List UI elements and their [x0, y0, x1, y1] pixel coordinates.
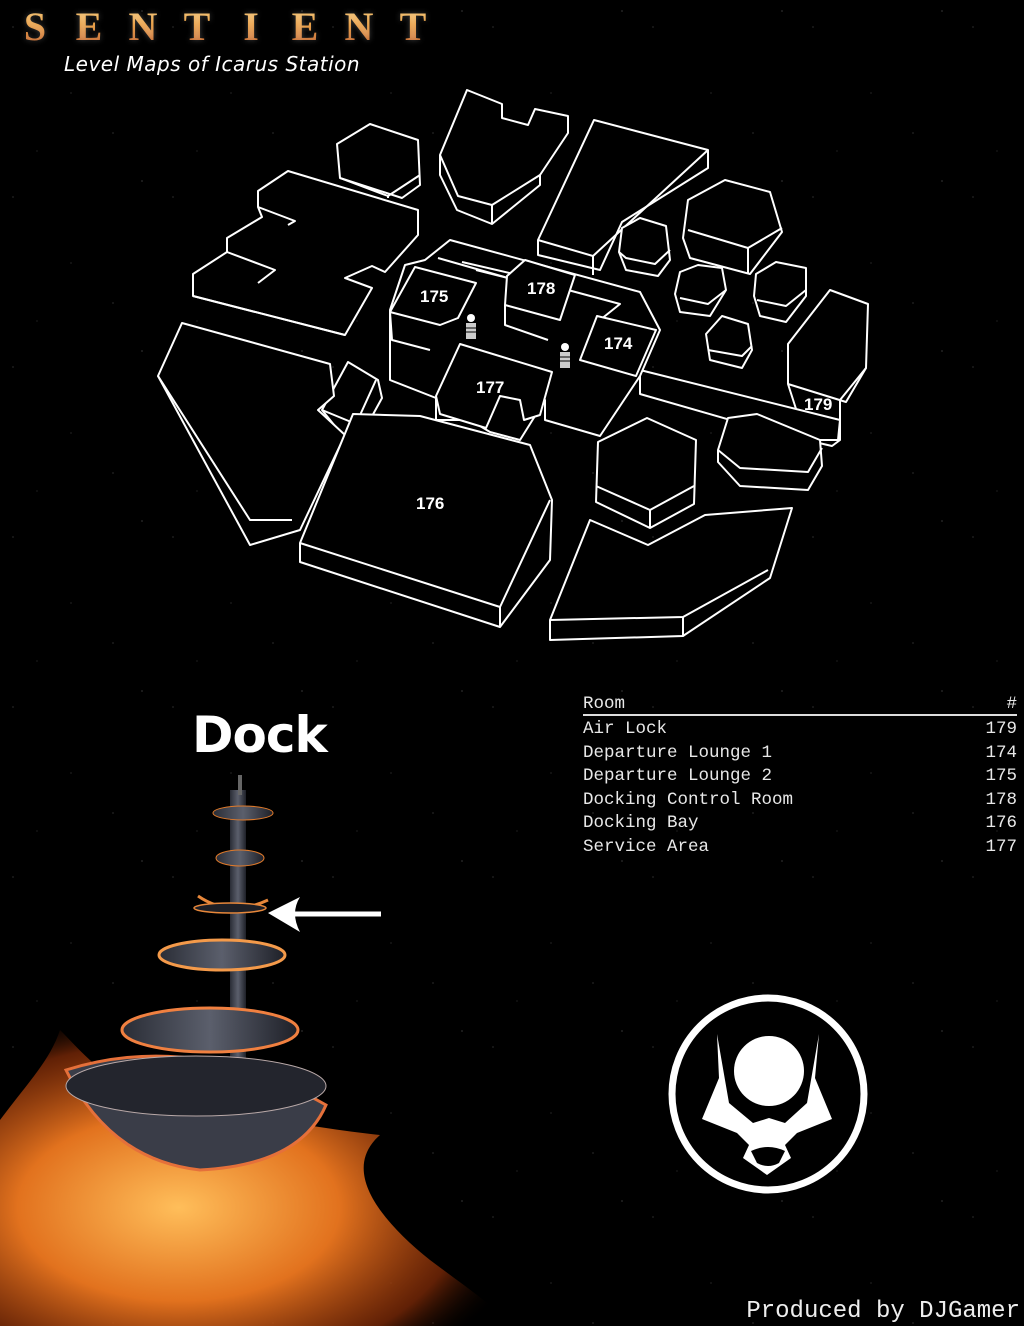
station-level-map: 175 178 174 177 179 176 [157, 89, 869, 641]
legend-room-name: Departure Lounge 2 [583, 766, 773, 786]
producer-credit: Produced by DJGamer [746, 1298, 1020, 1325]
structure-plate-south [549, 507, 793, 641]
legend-room-name: Service Area [583, 836, 710, 857]
room-label-176[interactable]: 176 [416, 494, 444, 513]
room-177 [435, 343, 553, 429]
room-label-177[interactable]: 177 [476, 378, 504, 397]
legend-room-name: Air Lock [583, 719, 668, 739]
legend-header-number: # [1006, 694, 1017, 714]
title-letter: I [230, 3, 272, 50]
legend-room-number: 177 [985, 836, 1017, 857]
dock-heading: Dock [192, 706, 328, 764]
title-letter: E [68, 3, 110, 50]
legend-room-name: Docking Control Room [583, 789, 794, 810]
dock-station-illustration [0, 775, 510, 1326]
room-label-174[interactable]: 174 [604, 334, 633, 353]
legend-row: Service Area 177 [583, 836, 1017, 860]
game-title: S E N T I E N T [14, 2, 434, 50]
faction-emblem-icon [668, 994, 868, 1194]
title-letter: T [392, 3, 434, 50]
legend-row: Departure Lounge 1 174 [583, 742, 1017, 766]
room-label-179[interactable]: 179 [804, 395, 832, 414]
left-arrow-icon [268, 897, 381, 932]
structure-i-block [192, 170, 419, 336]
legend-room-number: 175 [985, 766, 1017, 786]
legend-room-number: 179 [985, 719, 1017, 739]
structure-hex-southeast [717, 413, 823, 491]
person-marker-icon [466, 314, 476, 339]
legend-room-number: 174 [985, 742, 1017, 763]
structure-hex-cluster-east [618, 179, 807, 369]
legend-room-number: 176 [985, 813, 1017, 833]
structure-hex-small-nw [336, 123, 421, 199]
legend-header: Room # [583, 694, 1017, 716]
room-legend-table: Room # Air Lock 179 Departure Lounge 1 1… [583, 694, 1017, 859]
title-letter: N [338, 3, 380, 50]
room-label-175[interactable]: 175 [420, 287, 448, 306]
title-letter: S [14, 3, 56, 50]
room-176-docking-bay [299, 413, 553, 628]
legend-row: Docking Control Room 178 [583, 789, 1017, 813]
person-marker-icon [560, 343, 570, 368]
legend-row: Docking Bay 176 [583, 812, 1017, 836]
legend-row: Departure Lounge 2 175 [583, 765, 1017, 789]
legend-room-number: 178 [985, 789, 1017, 810]
structure-u-block [439, 89, 569, 225]
page-subtitle: Level Maps of Icarus Station [64, 52, 361, 76]
structure-wedge-north [537, 119, 709, 275]
title-letter: N [122, 3, 164, 50]
room-175 [389, 266, 477, 351]
legend-room-name: Docking Bay [583, 813, 699, 833]
title-letter: T [176, 3, 218, 50]
title-letter: E [284, 3, 326, 50]
room-178 [504, 259, 576, 341]
legend-row: Air Lock 179 [583, 718, 1017, 742]
structure-hex-south [595, 417, 697, 529]
room-174 [579, 315, 657, 377]
legend-header-room: Room [583, 694, 626, 714]
legend-room-name: Departure Lounge 1 [583, 742, 773, 763]
room-label-178[interactable]: 178 [527, 279, 555, 298]
